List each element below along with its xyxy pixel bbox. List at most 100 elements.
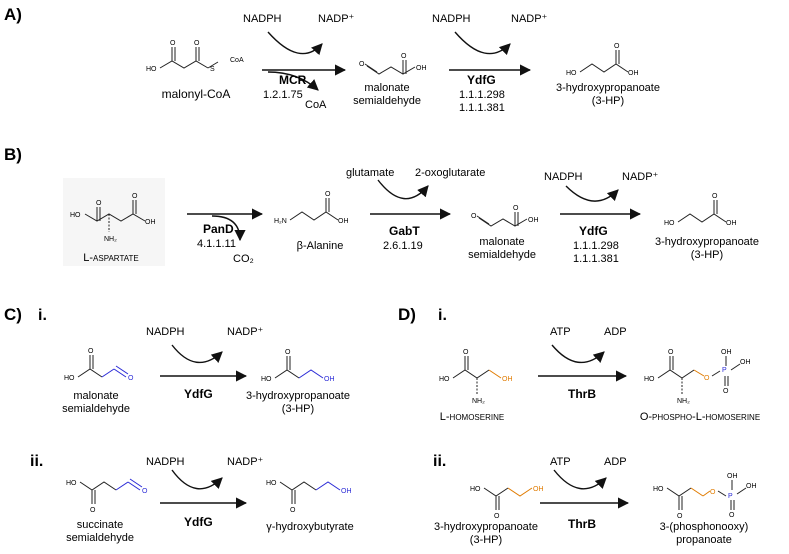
panel-c-label: C) <box>4 305 22 324</box>
enzyme-name: YdfG <box>184 387 213 401</box>
intermediate-name-2: semialdehyde <box>353 95 421 107</box>
intermediate-name-2: semialdehyde <box>468 249 536 261</box>
atom-label: NH₂ <box>472 398 485 405</box>
atom-label: OH <box>533 486 544 493</box>
substrate-name-2: semialdehyde <box>66 532 134 544</box>
atom-label: OH <box>721 349 732 356</box>
atom-label: OH <box>528 217 539 224</box>
c-ii-product-structure <box>279 481 341 504</box>
enzyme-name: YdfG <box>184 515 213 529</box>
product-name-2: (3-HP) <box>592 95 624 107</box>
atom-label: OH <box>740 359 751 366</box>
panel-d-label: D) <box>398 305 416 324</box>
panel-a: A) O O HO S CoA malonyl-CoA NADPH NADP⁺ … <box>4 5 660 114</box>
ec-number: 4.1.1.11 <box>197 238 236 250</box>
beta-alanine-structure <box>289 198 339 221</box>
atom-label: OH <box>502 376 513 383</box>
ydfg-reaction-arrows <box>560 185 642 220</box>
mcr-reaction-arrows <box>262 31 347 91</box>
atom-label: O <box>723 388 729 395</box>
byproduct: CoA <box>305 99 327 111</box>
cofactor-in: ATP <box>550 456 571 468</box>
product-name: γ-hydroxybutyrate <box>266 521 353 533</box>
subpanel-label: i. <box>438 307 447 324</box>
product-name-1: 3-hydroxypropanoate <box>246 390 350 402</box>
atom-label: HO <box>664 220 675 227</box>
atom-label: OH <box>726 220 737 227</box>
enzyme-name: ThrB <box>568 517 596 531</box>
atom-label: HO <box>261 376 272 383</box>
aspartate-structure <box>84 200 146 232</box>
panel-d: D) i. HO O NH₂ OH L-homoserine ATP ADP T… <box>398 305 760 546</box>
atom-label: O <box>729 512 735 519</box>
product-name-1: 3-hydroxypropanoate <box>655 236 759 248</box>
c-i-substrate-structure <box>77 355 129 378</box>
atom-label: O <box>712 193 718 200</box>
cofactor-in: NADPH <box>432 13 471 25</box>
atom-label: O <box>677 513 683 520</box>
panel-b: B) O O HO OH NH₂ L-aspartate PanD 4.1.1.… <box>4 145 759 266</box>
subpanel-label: i. <box>38 307 47 324</box>
c-ii-reaction-arrows <box>160 469 248 509</box>
byproduct: CO₂ <box>233 253 254 265</box>
atom-label: O <box>88 348 94 355</box>
d-i-reaction-arrows <box>538 344 628 382</box>
atom-label: O <box>710 489 716 496</box>
cofactor-out: NADP⁺ <box>511 13 548 25</box>
atom-label: O <box>704 375 710 382</box>
atom-label: O <box>471 213 477 220</box>
atom-label: O <box>170 40 176 47</box>
d-i-product-structure <box>657 356 741 394</box>
atom-label: P <box>722 367 727 374</box>
substrate-name: L-homoserine <box>440 411 504 423</box>
enzyme-name: YdfG <box>467 73 496 87</box>
gabt-reaction-arrows <box>370 179 452 220</box>
substrate-name: malonyl-CoA <box>162 87 231 101</box>
atom-label: O <box>128 375 134 382</box>
panel-a-label: A) <box>4 5 22 24</box>
atom-label: CoA <box>230 57 244 64</box>
atom-label: OH <box>338 218 349 225</box>
3hp-structure <box>677 200 727 223</box>
intermediate-name: β-Alanine <box>297 240 344 252</box>
malonate-semialdehyde-structure <box>364 60 416 75</box>
atom-label: O <box>142 488 148 495</box>
d-ii-substrate-structure <box>483 487 533 510</box>
atom-label: HO <box>439 376 450 383</box>
cofactor-out: NADP⁺ <box>318 13 355 25</box>
atom-label: OH <box>341 488 352 495</box>
atom-label: OH <box>416 65 427 72</box>
atom-label: O <box>401 53 407 60</box>
cosubstrate-out: 2-oxoglutarate <box>415 167 485 179</box>
ec-number: 1.1.1.298 <box>459 89 505 101</box>
panel-c: C) i. HO O O malonate semialdehyde NADPH… <box>4 305 354 544</box>
atom-label: HO <box>470 486 481 493</box>
atom-label: OH <box>746 483 757 490</box>
cofactor-out: NADP⁺ <box>227 456 264 468</box>
atom-label: O <box>96 200 102 207</box>
atom-label: P <box>728 493 733 500</box>
cofactor-in: ATP <box>550 326 571 338</box>
c-i-reaction-arrows <box>160 344 248 382</box>
malonate-semialdehyde-structure <box>476 212 528 227</box>
d-i-substrate-structure <box>452 356 502 394</box>
atom-label: HO <box>70 212 81 219</box>
ec-number: 1.1.1.298 <box>573 240 619 252</box>
atom-label: HO <box>653 486 664 493</box>
enzyme-name: MCR <box>279 73 307 87</box>
atom-label: O <box>463 349 469 356</box>
cofactor-in: NADPH <box>146 326 185 338</box>
atom-label: S <box>210 66 215 73</box>
ec-number: 1.2.1.75 <box>263 89 303 101</box>
product-name-1: 3-(phosphonooxy) <box>660 521 749 533</box>
cofactor-out: ADP <box>604 326 627 338</box>
enzyme-name: GabT <box>389 224 420 238</box>
atom-label: H₂N <box>274 218 287 225</box>
product-name-1: 3-hydroxypropanoate <box>556 82 660 94</box>
atom-label: O <box>668 349 674 356</box>
cofactor-in: NADPH <box>243 13 282 25</box>
product-name-2: (3-HP) <box>691 249 723 261</box>
atom-label: O <box>90 507 96 514</box>
atom-label: HO <box>146 66 157 73</box>
ec-number: 1.1.1.381 <box>459 102 505 114</box>
